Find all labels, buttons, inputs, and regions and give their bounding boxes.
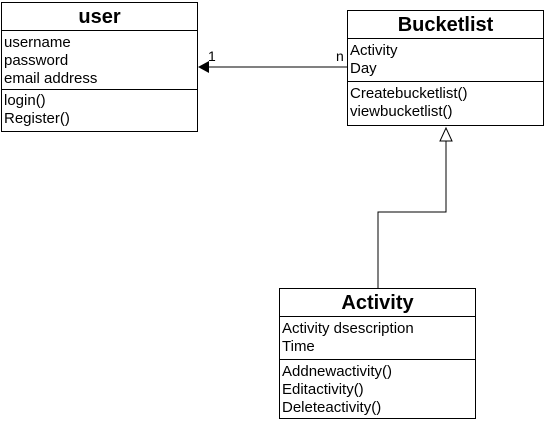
class-activity-operations: Addnewactivity() Editactivity() Deleteac… — [280, 360, 475, 417]
class-user-name: user — [2, 3, 197, 31]
operation: login() — [4, 92, 46, 109]
class-bucketlist-attributes: Activity Day — [348, 39, 543, 82]
attribute: Activity — [350, 42, 398, 59]
class-bucketlist-operations: Createbucketlist() viewbucketlist() — [348, 82, 543, 121]
attribute: Time — [282, 338, 315, 355]
association-arrowhead — [198, 61, 209, 73]
attribute: Day — [350, 60, 377, 77]
operation: Deleteactivity() — [282, 399, 382, 416]
attribute: password — [4, 52, 69, 69]
class-bucketlist[interactable]: Bucketlist Activity Day Createbucketlist… — [347, 10, 544, 126]
attribute: username — [4, 34, 71, 51]
operation: Register() — [4, 110, 70, 127]
multiplicity-user: 1 — [208, 48, 216, 64]
class-user[interactable]: user username password email address log… — [1, 2, 198, 132]
attribute: Activity dsescription — [282, 320, 414, 337]
class-bucketlist-name: Bucketlist — [348, 11, 543, 39]
attribute: email address — [4, 70, 98, 87]
multiplicity-bucketlist: n — [336, 48, 344, 64]
operation: Createbucketlist() — [350, 85, 468, 102]
class-activity[interactable]: Activity Activity dsescription Time Addn… — [279, 288, 476, 419]
generalization-arrowhead — [439, 126, 453, 142]
class-activity-attributes: Activity dsescription Time — [280, 317, 475, 360]
class-user-operations: login() Register() — [2, 90, 197, 128]
class-activity-name: Activity — [280, 289, 475, 317]
operation: Addnewactivity() — [282, 363, 393, 380]
operation: Editactivity() — [282, 381, 364, 398]
generalization-line — [377, 141, 447, 288]
operation: viewbucketlist() — [350, 103, 453, 120]
class-user-attributes: username password email address — [2, 31, 197, 90]
